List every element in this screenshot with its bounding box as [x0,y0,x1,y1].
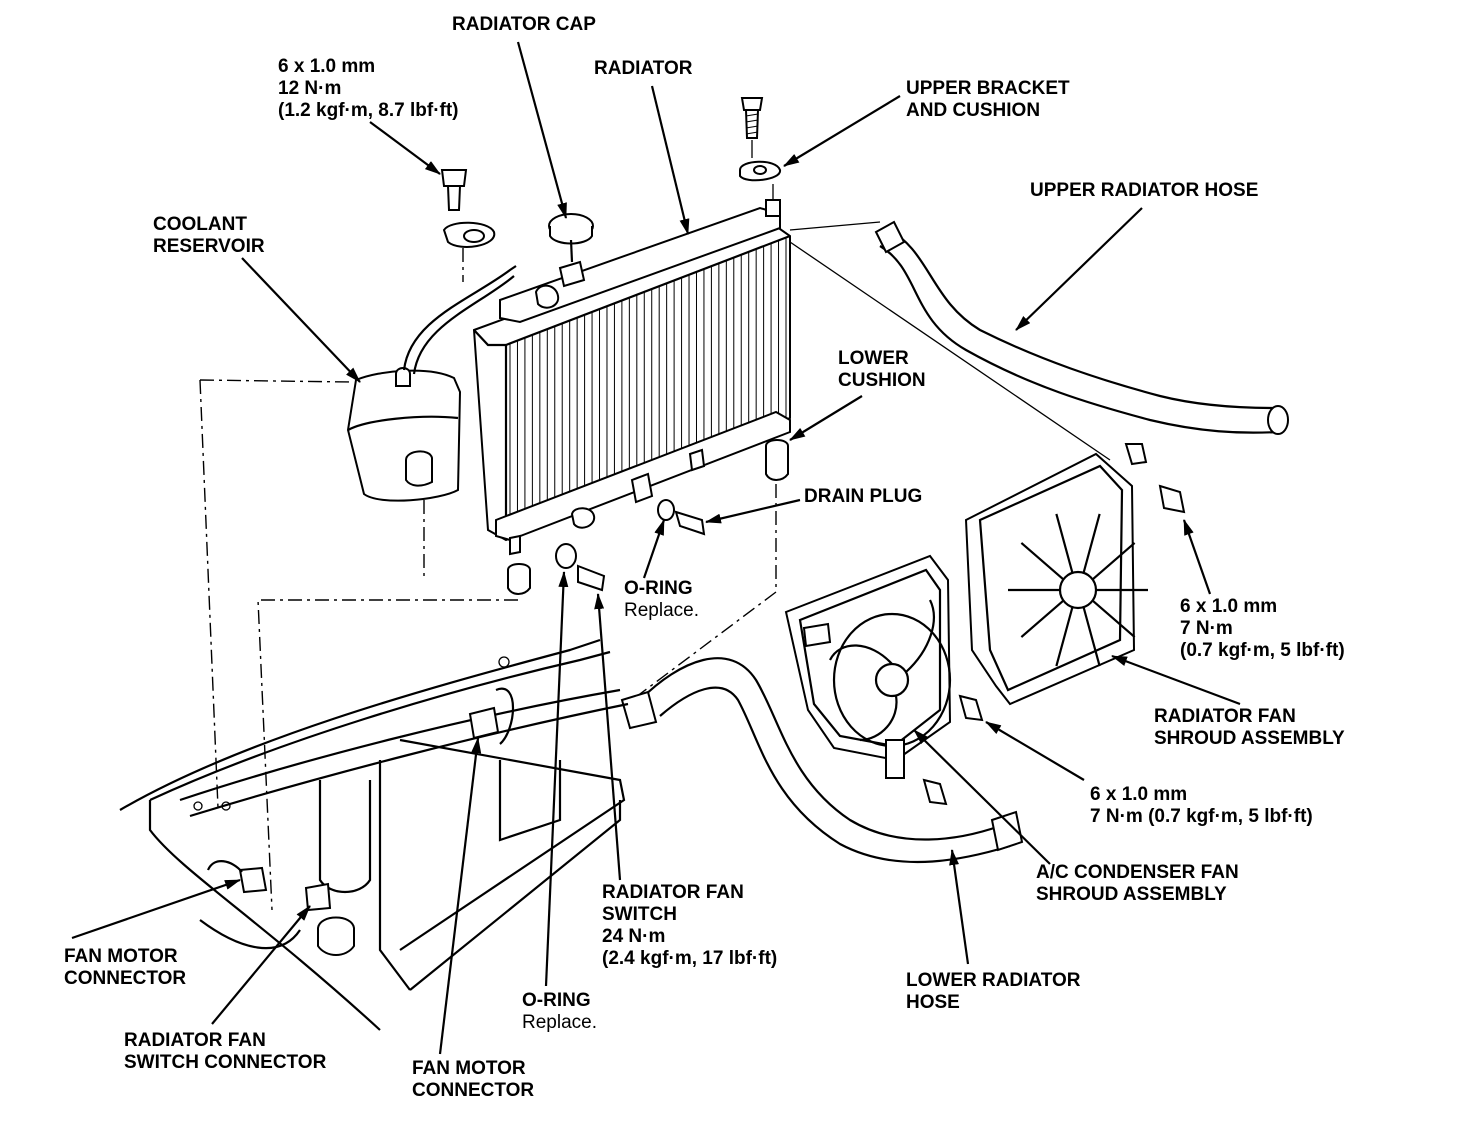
bolt-right-line1: 6 x 1.0 mm [1180,596,1278,617]
label-fan-motor-connector-left: FAN MOTOR CONNECTOR [64,946,186,990]
label-rad-fan-shroud: RADIATOR FAN SHROUD ASSEMBLY [1154,706,1345,750]
reservoir-bolt-drawing [440,169,496,282]
fan-motor-connector-left-line1: FAN MOTOR [64,946,178,967]
o-ring-1-note: Replace. [624,600,699,621]
label-coolant-reservoir: COOLANT RESERVOIR [153,214,265,258]
coolant-reservoir-line1: COOLANT [153,214,247,235]
fan-motor-connector-bottom-line1: FAN MOTOR [412,1058,526,1079]
label-lower-cushion: LOWER CUSHION [838,348,926,392]
rad-fan-switch-line3: 24 N·m [602,926,666,947]
label-radiator-cap: RADIATOR CAP [452,14,596,36]
rad-fan-switch-line2: SWITCH [602,904,677,925]
upper-hose-drawing [789,220,1289,461]
lower-hose-line2: HOSE [906,992,960,1013]
fan-motor-connector-bottom-line2: CONNECTOR [412,1080,535,1101]
label-bolt-top: 6 x 1.0 mm 12 N·m (1.2 kgf·m, 8.7 lbf·ft… [278,56,459,122]
rad-fan-switch-line4: (2.4 kgf·m, 17 lbf·ft) [602,948,778,969]
rad-fan-switch-connector-line2: SWITCH CONNECTOR [124,1052,327,1073]
label-upper-bracket: UPPER BRACKET AND CUSHION [906,78,1070,122]
bolt-top-line2: 12 N·m [278,78,342,99]
rad-fan-shroud-line2: SHROUD ASSEMBLY [1154,728,1345,749]
label-upper-hose: UPPER RADIATOR HOSE [1030,180,1258,202]
label-drain-plug: DRAIN PLUG [804,486,922,508]
coolant-reservoir-drawing [199,265,517,809]
bolt-top-line3: (1.2 kgf·m, 8.7 lbf·ft) [278,100,459,121]
label-radiator: RADIATOR [594,58,693,80]
ac-condenser-shroud-line2: SHROUD ASSEMBLY [1036,884,1227,905]
rad-fan-switch-line1: RADIATOR FAN [602,882,744,903]
upper-bracket-line1: UPPER BRACKET [906,78,1070,99]
bolt-top-line1: 6 x 1.0 mm [278,56,376,77]
bolt-mid-line2: 7 N·m (0.7 kgf·m, 5 lbf·ft) [1090,806,1313,827]
lower-hose-drawing [620,657,1024,864]
condenser-fan-shroud-drawing [784,554,952,806]
ac-condenser-shroud-line1: A/C CONDENSER FAN [1036,862,1239,883]
label-rad-fan-switch-connector: RADIATOR FAN SWITCH CONNECTOR [124,1030,326,1074]
radiator-cap-drawing [548,213,594,263]
rad-fan-switch-connector-line1: RADIATOR FAN [124,1030,266,1051]
radiator-cap-text: RADIATOR CAP [452,14,596,35]
o-ring-2-note: Replace. [522,1012,597,1033]
lower-cushion-line2: CUSHION [838,370,926,391]
leader-arrows [71,41,1241,1055]
label-lower-hose: LOWER RADIATOR HOSE [906,970,1081,1014]
label-fan-motor-connector-bottom: FAN MOTOR CONNECTOR [412,1058,534,1102]
label-o-ring-1: O-RING Replace. [624,578,699,622]
bolt-right-line3: (0.7 kgf·m, 5 lbf·ft) [1180,640,1345,661]
upper-bracket-line2: AND CUSHION [906,100,1041,121]
lower-hose-line1: LOWER RADIATOR [906,970,1081,991]
upper-hose-text: UPPER RADIATOR HOSE [1030,180,1259,201]
label-ac-condenser-shroud: A/C CONDENSER FAN SHROUD ASSEMBLY [1036,862,1239,906]
label-bolt-right: 6 x 1.0 mm 7 N·m (0.7 kgf·m, 5 lbf·ft) [1180,596,1345,662]
o-ring-2-title: O-RING [522,990,591,1011]
bolt-mid-line1: 6 x 1.0 mm [1090,784,1188,805]
small-parts-drawing [257,439,789,911]
upper-bracket-drawing [739,97,781,217]
o-ring-1-title: O-RING [624,578,693,599]
drain-plug-text: DRAIN PLUG [804,486,923,507]
coolant-reservoir-line2: RESERVOIR [153,236,265,257]
radiator-drawing [472,206,791,556]
bolt-right-line2: 7 N·m [1180,618,1233,639]
radiator-fan-shroud-drawing [958,443,1186,722]
label-bolt-mid: 6 x 1.0 mm 7 N·m (0.7 kgf·m, 5 lbf·ft) [1090,784,1313,828]
fan-motor-connector-left-line2: CONNECTOR [64,968,187,989]
label-o-ring-2: O-RING Replace. [522,990,597,1034]
rad-fan-shroud-line1: RADIATOR FAN [1154,706,1296,727]
radiator-text: RADIATOR [594,58,693,79]
label-rad-fan-switch: RADIATOR FAN SWITCH 24 N·m (2.4 kgf·m, 1… [602,882,777,970]
lower-cushion-line1: LOWER [838,348,909,369]
